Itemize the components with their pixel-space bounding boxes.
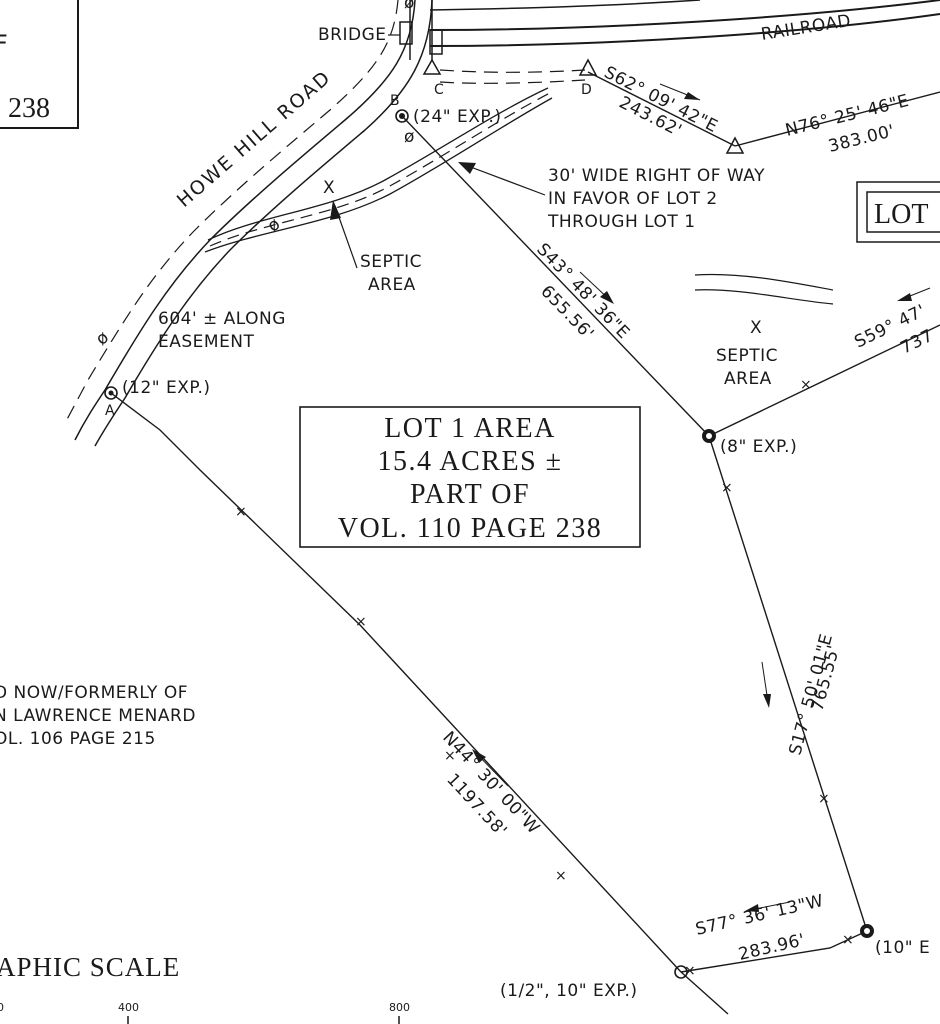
fence-x-icon: × (355, 614, 367, 630)
point-b-marker-icon (395, 109, 409, 123)
septic-area-2: X SEPTIC AREA (694, 273, 834, 389)
pin-half-marker-icon (674, 965, 688, 979)
fence-x-icon: × (555, 868, 567, 884)
row-note-line1: 30' WIDE RIGHT OF WAY (548, 166, 765, 186)
pin-8-note: (8" EXP.) (720, 437, 797, 457)
pin-10-marker-icon (860, 924, 874, 938)
fence-x-icon: × (818, 791, 830, 807)
septic1-label: SEPTIC (360, 252, 422, 272)
fence-x-icon: × (800, 377, 812, 393)
direction-arrow-icon (763, 694, 771, 708)
fence-x-icon: × (721, 480, 733, 496)
pin-half-note: (1/2", 10" EXP.) (500, 981, 638, 1001)
septic2-area: AREA (724, 369, 772, 389)
fence-x-icon: × (684, 963, 696, 979)
point-a-note: (12" EXP.) (122, 378, 211, 398)
fence-x-icon: × (842, 932, 854, 948)
point-c-label: C (434, 82, 444, 98)
point-c-triangle-icon (422, 58, 442, 75)
direction-arrow-icon (897, 293, 912, 301)
easement-line2: EASEMENT (158, 332, 255, 352)
road-name-label: HOWE HILL ROAD (173, 66, 336, 212)
lot1-volume: VOL. 110 PAGE 238 (338, 513, 603, 544)
septic-area-1: X SEPTIC AREA (323, 178, 422, 295)
point-b-note: (24" EXP.) (413, 107, 502, 127)
abutter-line1: D NOW/FORMERLY OF (0, 683, 188, 703)
row-note-line2: IN FAVOR OF LOT 2 (548, 189, 718, 209)
scale-tick-0: 0 (0, 1001, 4, 1014)
lot1-partof: PART OF (410, 479, 530, 510)
utility-pole-icon: ø (404, 127, 415, 147)
direction-arrow-icon (472, 749, 486, 763)
graphic-scale: APHIC SCALE 0 400 800 (0, 952, 410, 1024)
fence-x-icon: × (444, 748, 456, 764)
direction-arrow-icon (745, 904, 759, 912)
lot1-acres: 15.4 ACRES ± (377, 446, 562, 477)
monuments: A (12" EXP.) B (24" EXP.) C D (8" EXP.) … (104, 58, 930, 1001)
lot1-title: LOT 1 AREA (384, 413, 556, 444)
leader-arrowhead-icon (330, 200, 341, 220)
railroad-lines: RAILROAD (429, 0, 940, 47)
scale-tick-400: 400 (118, 1001, 139, 1014)
septic1-x: X (323, 178, 335, 198)
point-b-label: B (390, 93, 400, 109)
septic2-label: SEPTIC (716, 346, 778, 366)
angle-point-triangle-icon (725, 136, 745, 154)
easement-line1: 604' ± ALONG (158, 309, 286, 329)
right-of-way: 30' WIDE RIGHT OF WAY IN FAVOR OF LOT 2 … (204, 87, 765, 253)
leader-arrowhead-icon (458, 162, 476, 174)
fence-marks: × × × × × × × × × (235, 377, 854, 979)
point-d-label: D (581, 82, 592, 98)
topleft-box-line2: 238 (8, 93, 50, 124)
topleft-reference-box: F 238 (0, 0, 79, 129)
lot-boundary (110, 71, 940, 1015)
abutter-line3: OL. 106 PAGE 215 (0, 729, 156, 749)
direction-arrow-icon (600, 291, 614, 304)
pin-10-note: (10" E (875, 938, 930, 958)
easement-note: 604' ± ALONG EASEMENT (158, 309, 286, 352)
bridge-label: BRIDGE (318, 25, 387, 45)
adjacent-lot-box: LOT (856, 181, 940, 243)
utility-pole-icon: ø (404, 0, 415, 13)
bridge: BRIDGE (318, 0, 443, 60)
s-distance: 283.96' (737, 930, 807, 965)
lot1-info-box: LOT 1 AREA 15.4 ACRES ± PART OF VOL. 110… (299, 406, 641, 548)
abutter-note: D NOW/FORMERLY OF N LAWRENCE MENARD OL. … (0, 683, 196, 749)
adjacent-lot-label: LOT (874, 199, 928, 230)
septic1-area: AREA (368, 275, 416, 295)
fence-x-icon: × (235, 504, 247, 520)
point-a-label: A (105, 403, 115, 419)
utility-pole-icon: ø (92, 327, 113, 349)
row-note-line3: THROUGH LOT 1 (547, 212, 696, 232)
scale-tick-800: 800 (389, 1001, 410, 1014)
septic2-x: X (750, 318, 762, 338)
s-bearing: S77° 36' 13"W (694, 891, 826, 940)
point-d-triangle-icon (578, 58, 598, 76)
abutter-line2: N LAWRENCE MENARD (0, 706, 196, 726)
scale-title: APHIC SCALE (0, 952, 180, 982)
point-a-marker-icon (104, 386, 118, 400)
pin-8-marker-icon (702, 429, 716, 443)
topleft-box-line1: F (0, 30, 8, 58)
